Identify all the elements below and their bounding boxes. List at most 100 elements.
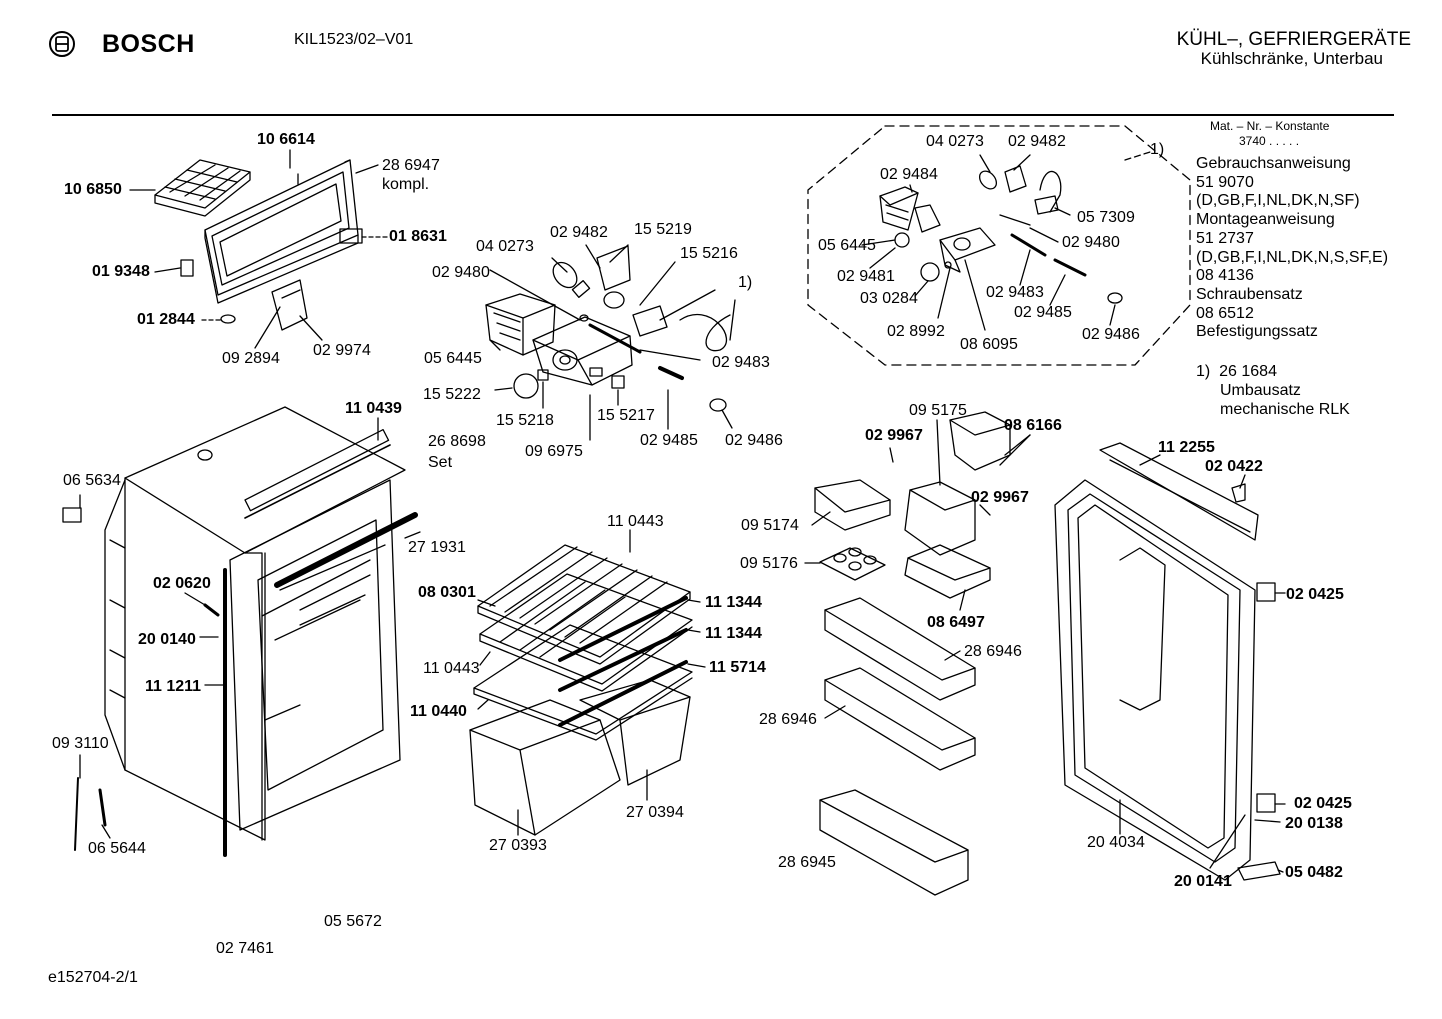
part-label: 02 9480 — [432, 264, 490, 281]
knob-icon — [513, 373, 539, 399]
part-label: 08 6166 — [1004, 417, 1062, 434]
part-label: 02 0620 — [153, 575, 211, 592]
part-label: 28 6946 — [964, 643, 1022, 660]
model-number: KIL1523/02–V01 — [294, 31, 414, 48]
part-label: 05 5672 — [324, 913, 382, 930]
legend-heading: Mat. – Nr. – Konstante — [1210, 119, 1330, 133]
part-label: 10 6850 — [64, 181, 122, 198]
part-label: 02 9480 — [1062, 234, 1120, 251]
legend-list: Gebrauchsanweisung 51 9070 (D,GB,F,I,NL,… — [1196, 155, 1388, 342]
part-label: 11 5714 — [709, 659, 766, 676]
screw-icon — [1231, 483, 1246, 503]
glass-shelf-icon — [473, 544, 693, 741]
part-label: 02 9482 — [550, 224, 608, 241]
door-shelf-icon — [819, 597, 976, 896]
part-label: 11 1344 — [705, 625, 762, 642]
legend-line: Montageanweisung — [1196, 211, 1335, 229]
part-label: 01 9348 — [92, 263, 150, 280]
category-subtitle: Kühlschränke, Unterbau — [1200, 49, 1383, 68]
footnote-marker: 1) — [1196, 363, 1211, 380]
butter-compartment-icon — [904, 411, 1011, 599]
part-label: 04 0273 — [476, 238, 534, 255]
capillary-icon — [679, 313, 731, 352]
part-label: 20 4034 — [1087, 834, 1145, 851]
part-label: 08 6497 — [927, 614, 985, 631]
part-label: 11 1211 — [145, 678, 202, 695]
part-label: 05 6445 — [424, 350, 482, 367]
part-label: 01 8631 — [389, 228, 447, 245]
detail-frame — [807, 125, 1191, 366]
legend-line: 51 9070 — [1196, 173, 1254, 191]
part-label: 15 5222 — [423, 386, 481, 403]
switch-icon — [603, 291, 625, 309]
part-label: 08 6095 — [960, 336, 1018, 353]
part-label: 02 9481 — [837, 268, 895, 285]
egg-tray-icon — [819, 547, 886, 581]
part-label: 02 9483 — [986, 284, 1044, 301]
part-label: 05 6445 — [818, 237, 876, 254]
part-label: 15 5216 — [680, 245, 738, 262]
screw-bolt-icon — [203, 603, 220, 617]
screw-icon — [579, 314, 589, 322]
part-label: 1) — [738, 274, 753, 291]
part-label: 15 5217 — [597, 407, 655, 424]
plug-icon — [220, 314, 236, 324]
part-label: 02 9967 — [865, 427, 923, 444]
category-title: KÜHL–, GEFRIERGERÄTE — [1176, 29, 1411, 50]
legend-line: (D,GB,F,I,NL,DK,N,S,SF,E) — [1196, 248, 1389, 266]
part-label: 09 5174 — [741, 517, 799, 534]
part-label: 11 0443 — [423, 660, 480, 677]
part-label: 02 8992 — [887, 323, 945, 340]
part-label: 06 5644 — [88, 840, 146, 857]
lamp-icon — [552, 261, 591, 298]
hinge-cover-icon — [271, 279, 308, 331]
refrigerator-door-icon — [1054, 442, 1259, 881]
part-label: 28 6947 — [382, 157, 440, 174]
part-label: 28 6946 — [759, 711, 817, 728]
heater-rod-icon — [658, 366, 684, 380]
brand-name: BOSCH — [102, 30, 195, 58]
part-label: 09 6975 — [525, 443, 583, 460]
footnote-number: 26 1684 — [1219, 363, 1277, 380]
part-label: 02 9974 — [313, 342, 371, 359]
part-label: 20 0141 — [1174, 873, 1232, 890]
relay-icon — [632, 305, 668, 337]
thermostat-housing-icon — [485, 293, 556, 356]
sensor-cable-icon — [74, 777, 79, 851]
drawing-id: e152704-2/1 — [48, 969, 138, 986]
hinge-bracket-icon — [1256, 793, 1276, 813]
footnote-line: Umbausatz — [1220, 382, 1301, 399]
part-label: 02 9482 — [1008, 133, 1066, 150]
legend-line: Befestigungssatz — [1196, 323, 1318, 341]
part-label: 20 0138 — [1285, 815, 1343, 832]
footnote: 1) 26 1684 Umbausatz mechanische RLK — [1196, 362, 1350, 419]
part-label: 28 6945 — [778, 854, 836, 871]
part-label: 02 0425 — [1294, 795, 1352, 812]
grommet-icon — [62, 507, 82, 523]
part-label: 02 9486 — [725, 432, 783, 449]
part-label: 01 2844 — [137, 311, 195, 328]
part-label: 20 0140 — [138, 631, 196, 648]
part-label: 05 7309 — [1077, 209, 1135, 226]
bracket-icon — [1237, 861, 1281, 881]
part-label: 11 0440 — [410, 703, 467, 720]
clip-icon — [537, 369, 549, 381]
part-label: 02 0425 — [1286, 586, 1344, 603]
cabinet-body-icon — [104, 406, 406, 857]
hinge-bracket-icon — [1256, 582, 1276, 602]
header-rule — [52, 114, 1394, 116]
lamp-switch-icon — [611, 375, 625, 389]
part-label: 06 5634 — [63, 472, 121, 489]
part-label: 09 5175 — [909, 402, 967, 419]
part-label: 09 3110 — [52, 735, 109, 752]
small-bin-icon — [814, 479, 891, 513]
part-label: 02 9485 — [1014, 304, 1072, 321]
legend-line: Schraubensatz — [1196, 285, 1303, 303]
part-label: 02 7461 — [216, 940, 274, 957]
part-label: 02 9485 — [640, 432, 698, 449]
part-label: 27 1931 — [408, 539, 466, 556]
legend-line: (D,GB,F,I,NL,DK,N,SF) — [1196, 192, 1360, 210]
part-label: 03 0284 — [860, 290, 918, 307]
